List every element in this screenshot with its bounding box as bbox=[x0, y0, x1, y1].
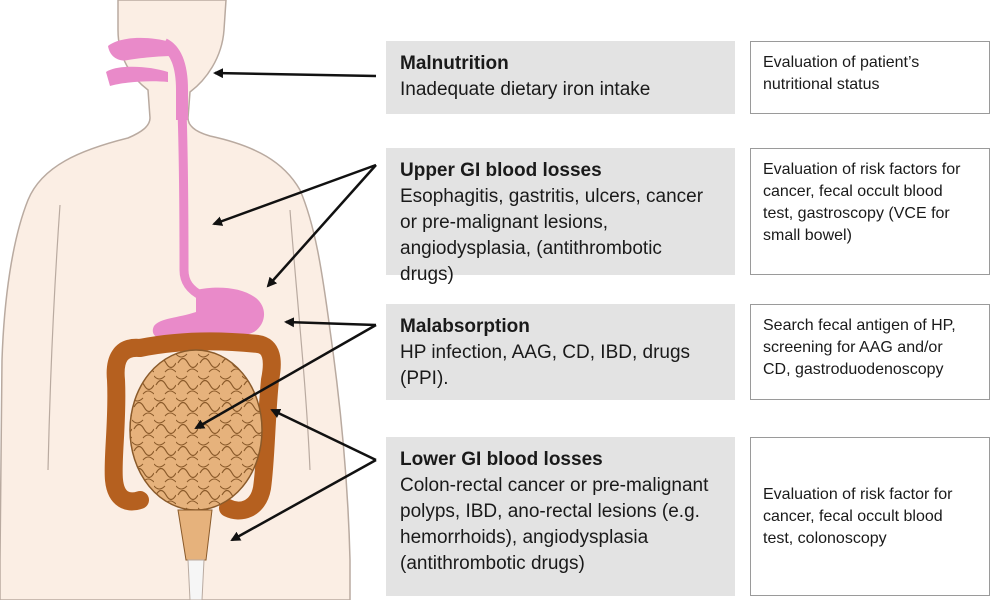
arm-crease-left bbox=[47, 204, 61, 471]
arrow-upper-gi-2 bbox=[266, 164, 377, 288]
pharynx bbox=[160, 38, 188, 120]
cause-heading: Lower GI blood losses bbox=[400, 449, 603, 470]
arrow-malnutrition bbox=[213, 68, 377, 79]
oral-cavity bbox=[108, 37, 172, 61]
arrow-lower-gi-1 bbox=[270, 408, 377, 462]
anal-canal bbox=[187, 559, 205, 600]
cause-detail: Colon-rectal cancer or pre-malignant pol… bbox=[400, 475, 709, 574]
evaluation-box-malnutrition: Evaluation of patient’s nutritional stat… bbox=[750, 41, 990, 114]
rectum bbox=[177, 509, 213, 561]
arrow-upper-gi-1 bbox=[212, 163, 377, 226]
arm-crease-right bbox=[289, 209, 311, 471]
evaluation-box-malabsorption: Search fecal antigen of HP, screening fo… bbox=[750, 304, 990, 400]
tongue bbox=[106, 66, 168, 86]
stomach bbox=[152, 287, 265, 342]
evaluation-box-upper-gi: Evaluation of risk factors for cancer, f… bbox=[750, 148, 990, 275]
evaluation-box-lower-gi: Evaluation of risk factor for cancer, fe… bbox=[750, 437, 990, 596]
cause-box-lower-gi: Lower GI blood losses Colon-rectal cance… bbox=[386, 437, 735, 596]
cause-detail: HP infection, AAG, CD, IBD, drugs (PPI). bbox=[400, 342, 691, 389]
cause-detail: Inadequate dietary iron intake bbox=[400, 79, 651, 100]
cause-box-upper-gi: Upper GI blood losses Esophagitis, gastr… bbox=[386, 148, 735, 285]
cause-heading: Malnutrition bbox=[400, 53, 509, 74]
cause-detail: Esophagitis, gastritis, ulcers, cancer o… bbox=[400, 186, 704, 285]
arrow-lower-gi-2 bbox=[230, 458, 377, 542]
arrow-malabsorption-1 bbox=[284, 317, 377, 328]
small-intestine bbox=[129, 349, 263, 511]
esophagus bbox=[177, 105, 207, 301]
arrow-malabsorption-2 bbox=[194, 323, 377, 430]
cause-heading: Upper GI blood losses bbox=[400, 160, 602, 181]
cause-box-malnutrition: Malnutrition Inadequate dietary iron int… bbox=[386, 41, 735, 114]
cause-box-malabsorption: Malabsorption HP infection, AAG, CD, IBD… bbox=[386, 304, 735, 400]
pointer-arrows bbox=[194, 68, 377, 542]
cause-heading: Malabsorption bbox=[400, 316, 530, 337]
large-intestine bbox=[104, 332, 281, 520]
